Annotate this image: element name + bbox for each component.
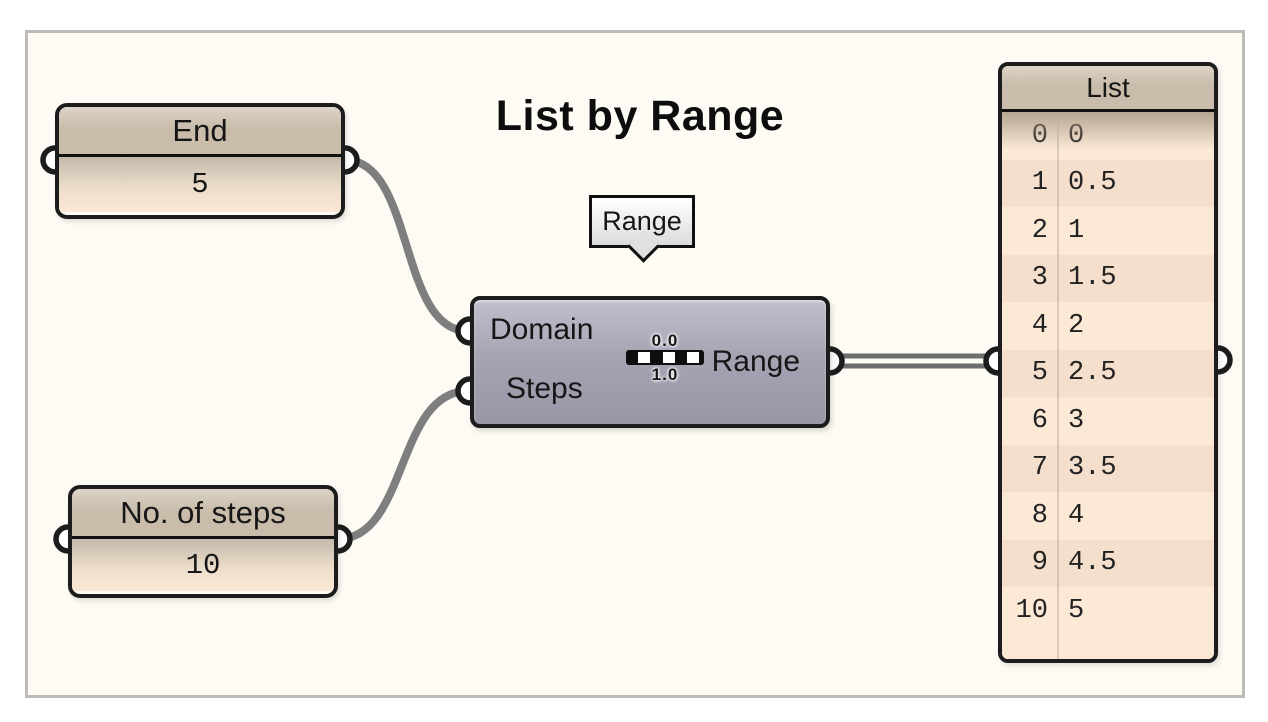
steps-panel-value: 10	[72, 539, 334, 591]
range-icon: 0.0 1.0	[622, 332, 708, 383]
list-row-index: 6	[1031, 405, 1048, 436]
list-row-value: 2.5	[1068, 358, 1117, 389]
list-row-value: 1.5	[1068, 263, 1117, 294]
list-row-value: 3	[1068, 405, 1085, 436]
steps-panel-title: No. of steps	[72, 489, 334, 539]
range-component[interactable]: Domain Steps Range 0.0 1.0	[470, 296, 830, 428]
range-tooltip: Range	[589, 195, 695, 263]
list-row-index: 1	[1031, 168, 1048, 199]
list-row-value: 1	[1068, 215, 1085, 246]
range-icon-bar	[626, 350, 704, 365]
list-row-index: 3	[1031, 263, 1048, 294]
list-row-index: 9	[1031, 548, 1048, 579]
list-row-value: 4.5	[1068, 548, 1117, 579]
list-row-value: 0	[1068, 120, 1085, 151]
list-row-value: 3.5	[1068, 453, 1117, 484]
list-row-index: 4	[1031, 310, 1048, 341]
range-tooltip-label: Range	[602, 206, 682, 236]
list-row-index: 0	[1031, 120, 1048, 151]
list-row-index: 7	[1031, 453, 1048, 484]
range-icon-bottom-label: 1.0	[651, 365, 679, 384]
list-row-index: 10	[1015, 595, 1048, 626]
range-icon-top-label: 0.0	[651, 331, 679, 350]
range-output-label: Range	[711, 345, 800, 378]
end-panel-value: 5	[59, 157, 341, 212]
range-input-domain-label: Domain	[490, 313, 594, 346]
end-panel-title: End	[59, 107, 341, 157]
end-panel[interactable]: End 5	[55, 103, 345, 219]
list-row-value: 0.5	[1068, 168, 1117, 199]
canvas-title: List by Range	[495, 92, 785, 140]
range-input-steps-label: Steps	[506, 372, 583, 405]
list-row-index: 2	[1031, 215, 1048, 246]
list-row-value: 4	[1068, 500, 1085, 531]
list-row-index: 8	[1031, 500, 1048, 531]
list-panel-title: List	[1002, 66, 1214, 112]
list-row: 10 5	[1002, 587, 1214, 635]
steps-panel[interactable]: No. of steps 10	[68, 485, 338, 598]
list-row-index: 5	[1031, 358, 1048, 389]
list-row-value: 2	[1068, 310, 1085, 341]
list-row-value: 5	[1068, 595, 1085, 626]
